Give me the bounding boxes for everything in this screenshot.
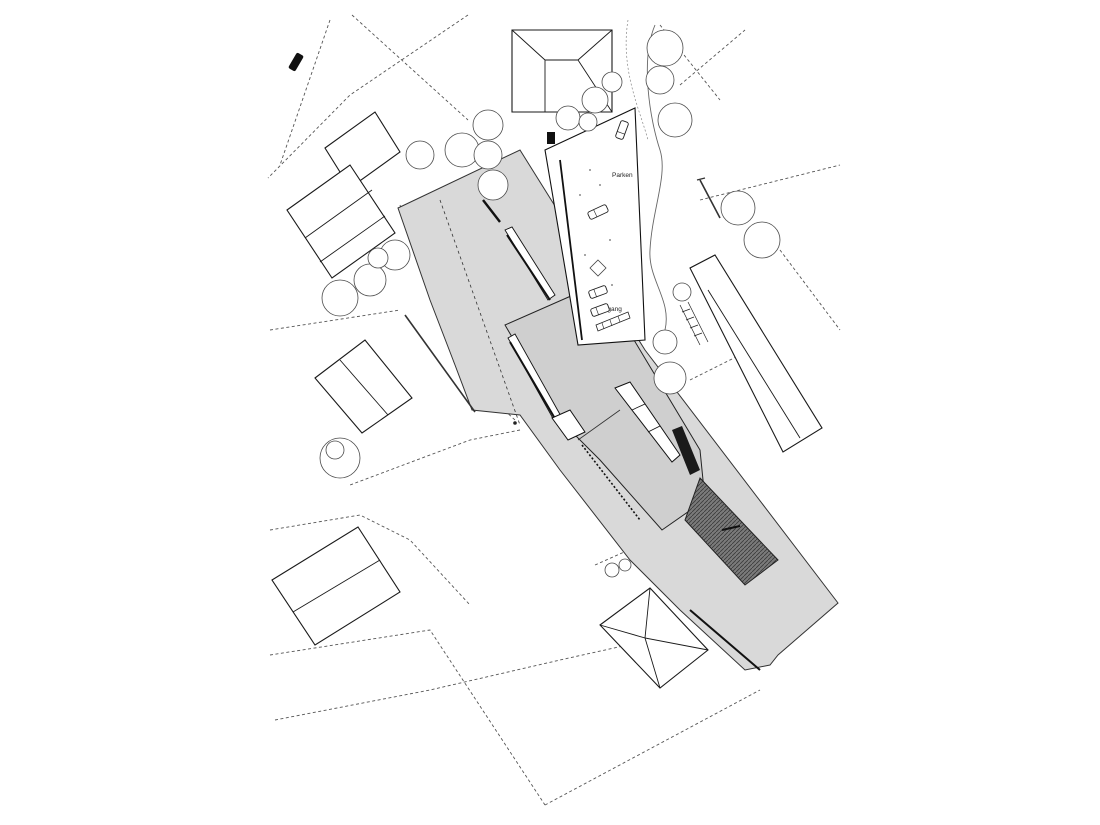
pool-strip-end bbox=[672, 426, 700, 475]
car-icon bbox=[587, 204, 609, 220]
entrance-label: Eingang bbox=[598, 306, 622, 313]
gate-post bbox=[547, 132, 555, 144]
garden-bench bbox=[721, 525, 741, 531]
parking-symbol bbox=[589, 259, 607, 277]
pool-strip-divider-1 bbox=[631, 403, 646, 411]
tree-cluster-gate bbox=[555, 71, 623, 132]
house-west bbox=[314, 339, 413, 434]
house-south bbox=[599, 587, 709, 689]
axis-marker bbox=[513, 421, 517, 425]
house-northwest bbox=[286, 111, 401, 279]
parking-area bbox=[544, 107, 646, 346]
plot-axis bbox=[439, 199, 521, 426]
tree-cluster-northeast bbox=[645, 29, 693, 138]
street-edge bbox=[689, 609, 761, 671]
footpath-edge bbox=[625, 19, 649, 141]
wall-step bbox=[551, 409, 586, 441]
east-stair bbox=[679, 301, 709, 346]
tree-cluster-west bbox=[321, 239, 411, 317]
tree-single-southwest bbox=[319, 437, 361, 479]
tree-hedge-south bbox=[604, 558, 632, 578]
car-icon bbox=[590, 303, 610, 317]
building-division bbox=[577, 409, 621, 441]
fence-west bbox=[404, 314, 476, 413]
entrance-steps bbox=[595, 311, 631, 332]
pool-strip bbox=[614, 381, 681, 463]
pool-strip-divider-2 bbox=[647, 425, 661, 433]
fence-east bbox=[699, 179, 721, 219]
car-icon bbox=[615, 120, 629, 140]
wall-north-shadow bbox=[506, 234, 551, 301]
car-icon bbox=[588, 285, 608, 299]
house-southwest bbox=[271, 526, 401, 646]
tree-cluster-north bbox=[405, 109, 509, 201]
parking-west-edge bbox=[559, 159, 583, 341]
parking-markers bbox=[579, 169, 613, 286]
parking-label: Parken bbox=[612, 172, 633, 179]
garden-bed bbox=[684, 477, 779, 586]
car-icon bbox=[288, 52, 304, 72]
house-east bbox=[689, 254, 823, 453]
tree-cluster-east bbox=[652, 190, 781, 395]
wall-central-shadow bbox=[509, 341, 558, 423]
fence-east-2 bbox=[696, 177, 706, 181]
wall-diagonal bbox=[482, 199, 501, 223]
